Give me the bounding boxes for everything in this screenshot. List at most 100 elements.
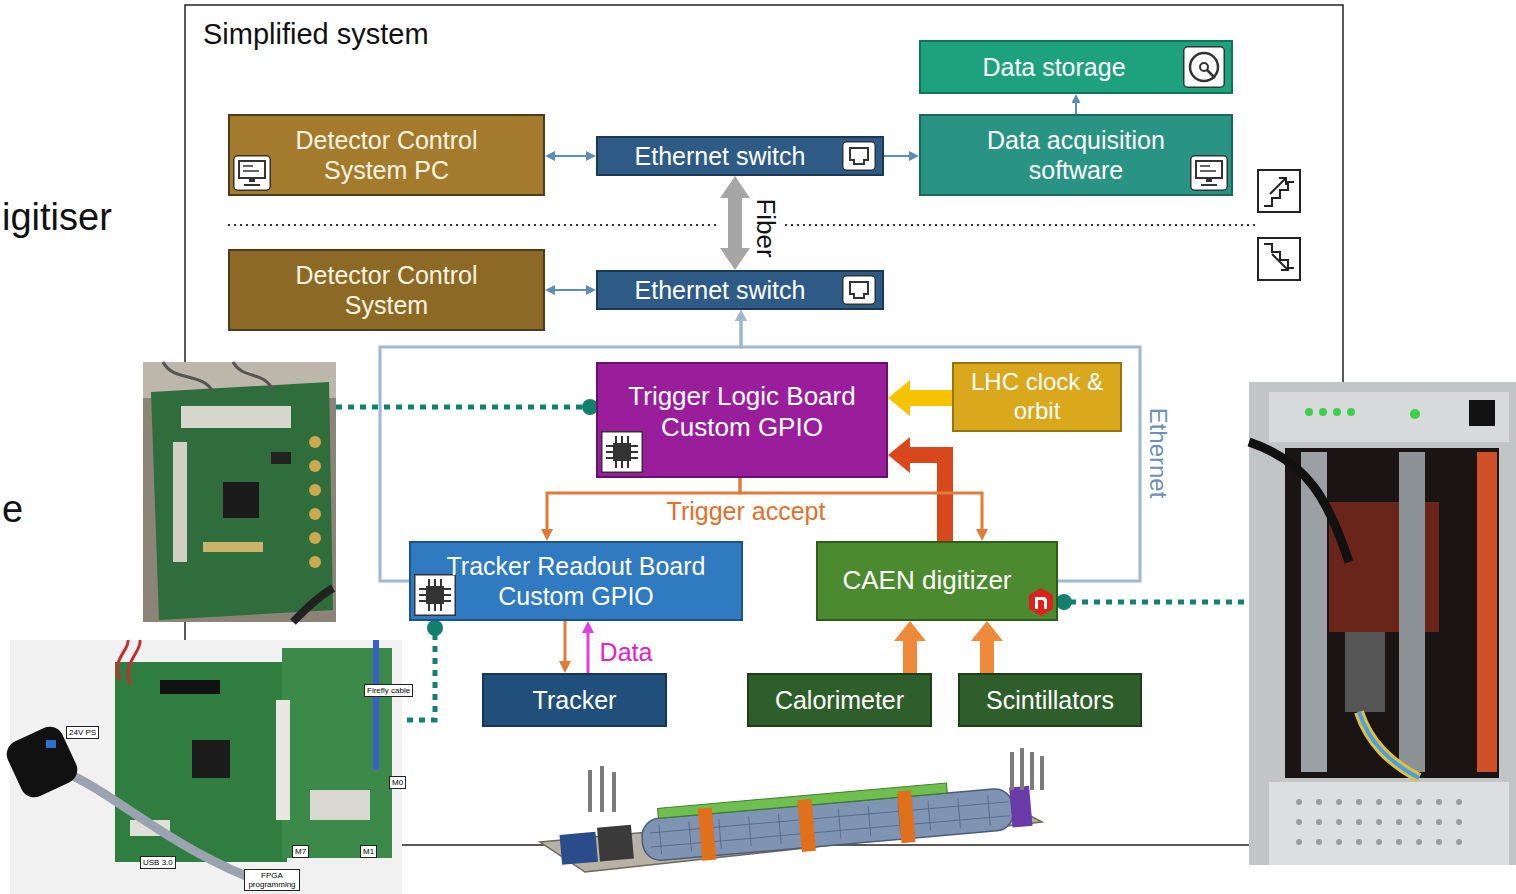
- connector-arrow: [910, 455, 945, 541]
- readout-board-photo: [60, 770, 246, 876]
- connector-arrow: [564, 621, 567, 661]
- readout-board-photo: [276, 700, 290, 820]
- level-down-icon: [1272, 254, 1288, 270]
- detector-illustration: [698, 808, 716, 861]
- connector-arrow: [903, 641, 917, 673]
- node-text: Detector Control System: [252, 260, 522, 320]
- diagram-title: Simplified system: [203, 18, 429, 51]
- node-icon: [842, 275, 876, 305]
- trigger-board-photo: [309, 460, 321, 472]
- connector-arrow: [555, 289, 586, 291]
- trigger-board-photo: [143, 362, 336, 622]
- digitizer-crate-photo: [1249, 382, 1516, 865]
- node-icon: [234, 156, 271, 191]
- digitizer-crate-photo: [1269, 782, 1509, 865]
- node-icon: [1200, 63, 1208, 71]
- digitizer-crate-photo: [1347, 408, 1355, 416]
- detector-illustration: [1009, 786, 1032, 828]
- node-text: Data storage: [982, 52, 1125, 82]
- digitizer-crate-photo: [1319, 408, 1327, 416]
- node-icon: [843, 142, 876, 171]
- node-text: Trigger Logic Board Custom GPIO: [608, 381, 876, 443]
- node-icon: [850, 282, 868, 298]
- detector-illustration: [540, 748, 1042, 873]
- digitizer-crate-photo: [1436, 799, 1442, 805]
- node-icon: [1201, 184, 1217, 186]
- trigger-board-photo: [309, 532, 321, 544]
- photo-leader-line: [402, 634, 435, 720]
- node-icon: [1206, 178, 1212, 182]
- node-icon: [415, 575, 456, 616]
- digitizer-crate-photo: [1399, 452, 1425, 772]
- digitizer-crate-photo: [1336, 819, 1342, 825]
- photo-leader-line: [1070, 600, 1249, 605]
- detector-illustration: [797, 799, 815, 852]
- connector-label: Data: [597, 639, 656, 667]
- system-box: Ethernet switch: [596, 136, 884, 176]
- readout-board-photo: [192, 740, 230, 778]
- node-icon: [1029, 588, 1053, 616]
- digitizer-crate-photo: [1336, 799, 1342, 805]
- connector-arrow: [587, 633, 590, 673]
- connector-label: Fiber: [752, 195, 781, 260]
- slide-text-fragment: e: [2, 488, 23, 532]
- digitizer-crate-photo: [1359, 712, 1419, 778]
- trigger-board-photo: [271, 452, 291, 464]
- node-icon: [1029, 588, 1053, 616]
- digitizer-crate-photo: [1396, 819, 1402, 825]
- node-text: LHC clock & orbit: [962, 368, 1112, 426]
- node-icon: [1190, 155, 1228, 191]
- detector-illustration: [560, 832, 598, 865]
- digitizer-crate-photo: [1336, 839, 1342, 845]
- digitizer-crate-photo: [1316, 819, 1322, 825]
- node-icon: [843, 142, 876, 171]
- photo-tag: FPGA programming: [244, 869, 300, 891]
- digitizer-crate-photo: [1456, 839, 1462, 845]
- system-box: Scintillators: [958, 673, 1142, 727]
- digitizer-crate-photo: [1376, 839, 1382, 845]
- connector-label: Ethernet: [1145, 405, 1171, 502]
- digitizer-crate-photo: [1436, 839, 1442, 845]
- digitizer-crate-photo: [1416, 819, 1422, 825]
- node-icon: [414, 574, 456, 616]
- system-box: Detector Control System PC: [228, 114, 545, 196]
- connector-arrow: [555, 155, 586, 157]
- system-box: CAEN digitizer: [816, 541, 1058, 621]
- leader-dot: [427, 620, 443, 636]
- node-text: Tracker: [533, 685, 617, 715]
- photo-tag: M0: [389, 776, 406, 789]
- node-icon: [842, 141, 876, 171]
- connector-arrow: [910, 390, 952, 406]
- slide-text-fragment: igitiser: [2, 196, 112, 240]
- trigger-board-photo: [223, 482, 259, 518]
- connector-arrow: [1075, 103, 1077, 114]
- node-text: Calorimeter: [775, 685, 904, 715]
- node-icon: [1191, 156, 1228, 191]
- trigger-board-photo: [309, 556, 321, 568]
- photo-tag: M1: [360, 845, 377, 858]
- digitizer-crate-photo: [1316, 799, 1322, 805]
- level-up-icon: [1258, 170, 1300, 212]
- trigger-board-photo: [143, 362, 336, 622]
- digitizer-crate-photo: [1376, 819, 1382, 825]
- digitizer-crate-photo: [1396, 839, 1402, 845]
- detector-illustration: [1012, 748, 1042, 790]
- node-icon: [850, 148, 868, 164]
- photo-tag: M7: [292, 845, 309, 858]
- digitizer-crate-photo: [1416, 839, 1422, 845]
- node-icon: [244, 184, 260, 186]
- node-icon: [234, 156, 271, 191]
- node-icon: [602, 432, 643, 473]
- digitizer-crate-photo: [1477, 452, 1497, 772]
- node-icon: [1184, 47, 1225, 88]
- system-box: Data storage: [919, 40, 1233, 94]
- node-icon: [1207, 70, 1215, 78]
- system-box: LHC clock & orbit: [952, 362, 1122, 432]
- node-icon: [843, 276, 876, 305]
- digitizer-crate-photo: [1316, 839, 1322, 845]
- digitizer-crate-photo: [1359, 712, 1419, 778]
- node-icon: [601, 431, 643, 473]
- connector-arrow: [728, 198, 742, 248]
- trigger-board-photo: [203, 542, 263, 552]
- readout-board-photo: [160, 680, 220, 694]
